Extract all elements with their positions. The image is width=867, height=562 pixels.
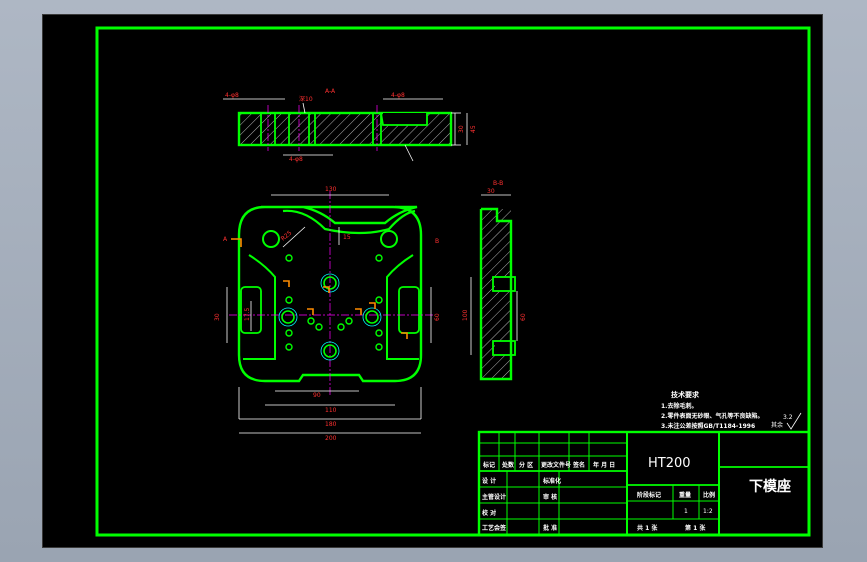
svg-text:年 月 日: 年 月 日 [593,461,615,469]
svg-text:R25: R25 [280,229,294,242]
title-block: 标记 处数 分 区 更改文件号 签名 年 月 日 设 计 标准化 主管设计 审 … [477,430,811,537]
side-section-view: B-B 30 100 60 [462,180,527,381]
svg-text:3.未注公差按照GB/T1184-1996: 3.未注公差按照GB/T1184-1996 [661,422,755,430]
svg-text:A: A [223,236,228,243]
svg-text:180: 180 [325,421,337,428]
svg-text:1: 1 [684,508,688,515]
plan-top-notch [282,209,416,235]
part-name-text: 下模座 [749,478,791,495]
svg-text:工艺会签: 工艺会签 [482,524,507,532]
svg-text:标记: 标记 [482,461,495,469]
svg-text:2.零件表面无砂眼、气孔等不良缺陷。: 2.零件表面无砂眼、气孔等不良缺陷。 [661,412,763,420]
roughness-symbol [786,412,802,430]
plan-view: A B 130 90 110 180 200 30 17.5 60 R25 15 [214,186,441,442]
svg-text:B: B [435,238,439,245]
right-ear-hole [380,230,398,248]
top-view-outline [237,111,453,147]
svg-text:30: 30 [458,125,465,133]
left-slot [240,286,262,334]
svg-text:4-φ8: 4-φ8 [391,92,405,99]
svg-text:4-φ8: 4-φ8 [289,156,303,163]
plan-left-curve [243,254,276,360]
svg-text:设 计: 设 计 [482,477,496,485]
svg-text:分 区: 分 区 [519,461,533,469]
svg-text:100: 100 [462,309,469,321]
svg-text:30: 30 [487,188,495,195]
svg-text:15: 15 [343,234,351,241]
svg-text:1.去除毛刺。: 1.去除毛刺。 [661,402,697,410]
svg-text:更改文件号: 更改文件号 [541,461,571,469]
svg-text:17.5: 17.5 [244,307,251,321]
svg-text:B-B: B-B [493,180,503,187]
svg-text:110: 110 [325,407,337,414]
svg-text:处数: 处数 [501,461,515,469]
svg-text:90: 90 [313,392,321,399]
svg-text:深10: 深10 [299,95,313,103]
svg-text:共 1 张: 共 1 张 [637,524,658,532]
side-outline [479,207,513,381]
cad-viewport[interactable]: 4-φ8 深10 A-A 4-φ8 4-φ8 30 45 [42,14,823,548]
plan-right-curve [386,254,419,360]
hole-bottom [323,344,337,358]
svg-text:45: 45 [470,125,477,133]
hole-right [365,310,379,324]
tech-requirements: 技术要求 1.去除毛刺。 2.零件表面无砂眼、气孔等不良缺陷。 3.未注公差按照… [661,390,802,430]
svg-text:标准化: 标准化 [542,477,561,485]
svg-text:60: 60 [434,313,441,321]
svg-text:30: 30 [214,313,221,321]
svg-text:阶段标记: 阶段标记 [637,491,661,499]
left-ear-hole [262,230,280,248]
svg-text:4-φ8: 4-φ8 [225,92,239,99]
svg-text:比例: 比例 [703,491,715,499]
svg-text:重量: 重量 [679,491,691,499]
svg-text:批 准: 批 准 [543,524,557,532]
hole-top [323,276,337,290]
svg-text:200: 200 [325,435,337,442]
roughness-label: 其余 [771,421,783,429]
material-text: HT200 [648,456,691,471]
roughness-value: 3.2 [783,414,793,421]
cad-drawing: 4-φ8 深10 A-A 4-φ8 4-φ8 30 45 [95,26,811,537]
svg-text:第 1 张: 第 1 张 [684,524,706,532]
svg-text:校 对: 校 对 [482,509,496,517]
svg-text:审 核: 审 核 [543,493,557,501]
right-slot [398,286,420,334]
svg-text:60: 60 [520,313,527,321]
top-section-view: 4-φ8 深10 A-A 4-φ8 4-φ8 30 45 [223,88,477,163]
hole-left [281,310,295,324]
svg-text:主管设计: 主管设计 [482,493,506,501]
drawing-frame [95,26,811,537]
svg-text:技术要求: 技术要求 [671,390,700,399]
plan-outline [237,205,423,383]
svg-text:签名: 签名 [572,461,585,469]
svg-text:130: 130 [325,186,337,193]
svg-text:A-A: A-A [325,88,336,95]
svg-text:1:2: 1:2 [703,508,713,515]
